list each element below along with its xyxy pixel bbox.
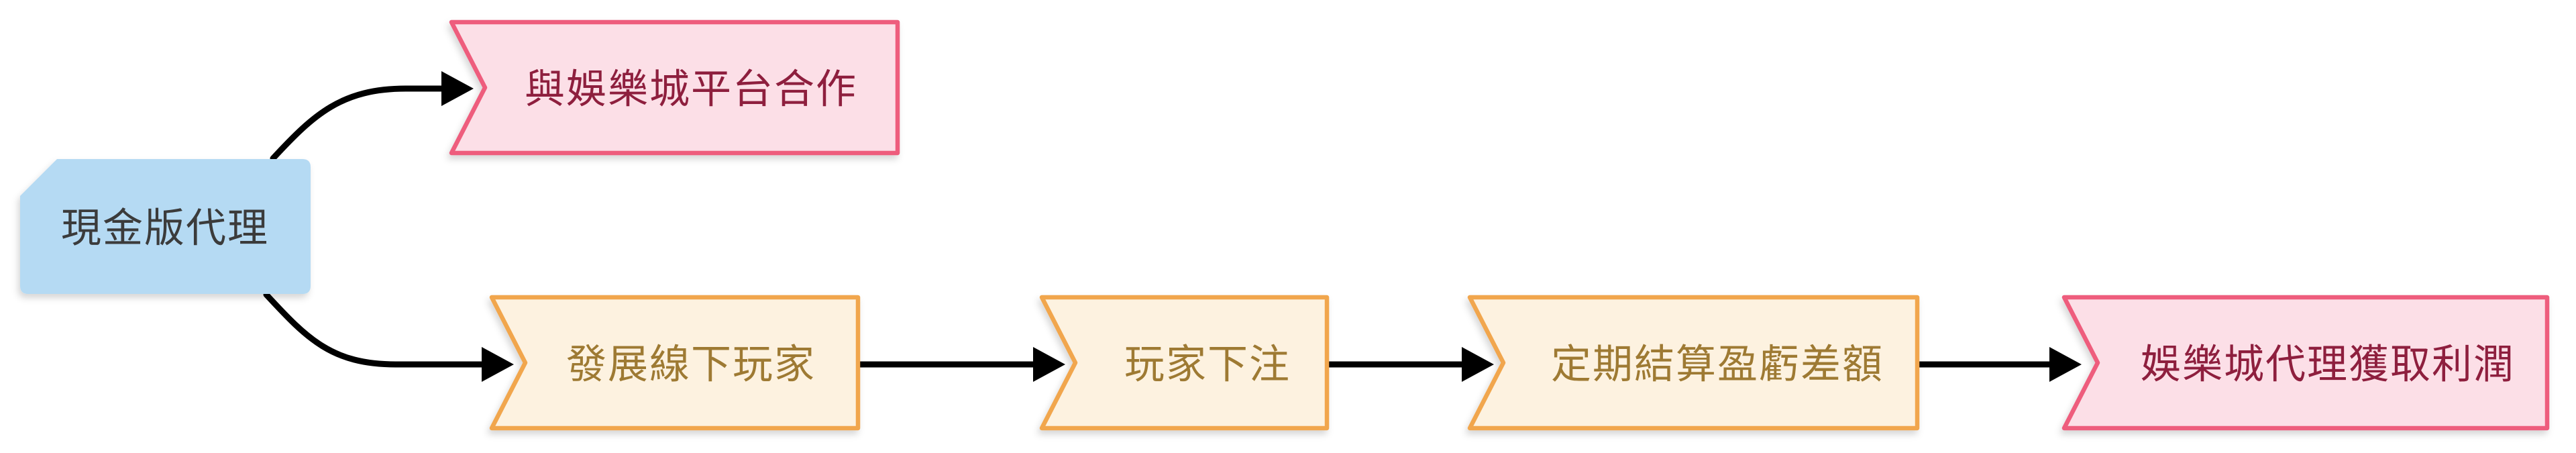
node-agent: 現金版代理: [20, 159, 311, 294]
edge-agent-coop-arrowhead-icon: [441, 71, 474, 106]
node-settle-label: 定期結算盈虧差額: [1551, 342, 1884, 387]
node-develop: 發展線下玩家: [489, 295, 861, 431]
node-coop-shape: [449, 19, 900, 156]
edge-agent-develop-line: [263, 291, 485, 368]
node-profit-label: 娛樂城代理獲取利潤: [2141, 342, 2515, 387]
edge-settle-profit: [1914, 347, 2082, 382]
edge-develop-bet: [856, 347, 1065, 382]
node-coop-label: 與娛樂城平台合作: [525, 67, 857, 112]
edge-settle-profit-arrowhead-icon: [2049, 347, 2082, 382]
node-bet-shape: [1039, 295, 1330, 431]
edge-bet-settle-arrowhead-icon: [1462, 347, 1494, 382]
node-profit: 娛樂城代理獲取利潤: [2061, 295, 2550, 431]
node-agent-shape: [20, 159, 311, 294]
edge-agent-develop: [263, 291, 514, 382]
edge-develop-bet-arrowhead-icon: [1033, 347, 1065, 382]
node-bet: 玩家下注: [1039, 295, 1330, 431]
node-develop-label: 發展線下玩家: [566, 342, 816, 387]
node-settle: 定期結算盈虧差額: [1467, 295, 1920, 431]
node-bet-label: 玩家下注: [1124, 342, 1291, 387]
node-settle-shape: [1467, 295, 1920, 431]
node-profit-shape: [2061, 295, 2550, 431]
node-agent-label: 現金版代理: [61, 206, 269, 251]
edge-agent-coop-line: [270, 85, 445, 162]
edge-bet-settle: [1325, 347, 1494, 382]
edge-agent-coop: [270, 71, 474, 162]
node-develop-shape: [489, 295, 861, 431]
edge-agent-develop-arrowhead-icon: [482, 347, 514, 382]
node-coop: 與娛樂城平台合作: [449, 19, 900, 156]
